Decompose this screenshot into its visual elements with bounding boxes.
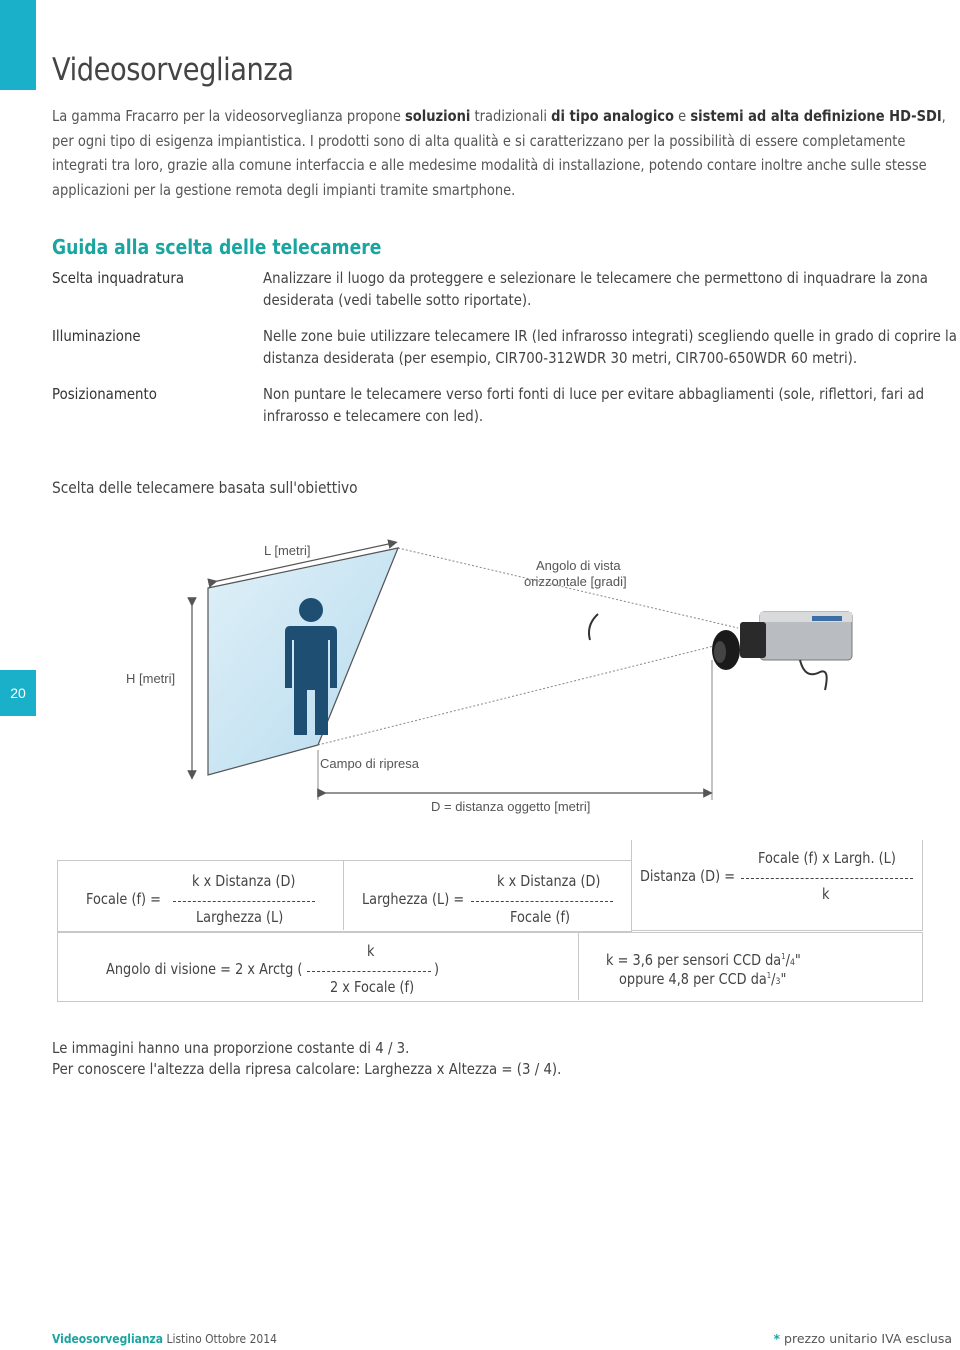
distance-denominator: k xyxy=(822,885,830,903)
footer-vat-note: prezzo unitario IVA esclusa xyxy=(780,1331,952,1346)
label-field: Campo di ripresa xyxy=(320,756,420,771)
k-inch-2: " xyxy=(780,970,787,988)
width-arrow xyxy=(207,539,398,588)
label-width: L [metri] xyxy=(264,543,310,558)
formula-divider-1 xyxy=(343,860,344,930)
label-angle-line1: Angolo di vista xyxy=(536,558,621,573)
note-proportion: Le immagini hanno una proporzione costan… xyxy=(52,1039,410,1057)
label-height: H [metri] xyxy=(126,671,175,686)
k-inch-1: " xyxy=(794,951,801,969)
intro-text-4: , per ogni tipo di esigenza impiantistic… xyxy=(52,107,946,199)
intro-bold-2: di tipo analogico xyxy=(551,107,675,125)
focal-fraction-line xyxy=(173,901,315,902)
focal-numerator: k x Distanza (D) xyxy=(192,872,296,890)
angle-denominator: 2 x Focale (f) xyxy=(330,978,415,996)
angle-lhs: Angolo di visione = 2 x Arctg ( xyxy=(106,960,303,978)
accent-bar xyxy=(0,0,36,90)
footer-right: * prezzo unitario IVA esclusa xyxy=(774,1331,952,1346)
guide-text: Non puntare le telecamere verso forti fo… xyxy=(263,385,925,425)
cctv-camera-icon xyxy=(712,611,853,691)
k-text-1: k = 3,6 per sensori CCD da xyxy=(606,951,782,969)
distance-lhs: Distanza (D) = xyxy=(640,867,736,885)
angle-fraction-line xyxy=(307,971,431,972)
width-numerator: k x Distanza (D) xyxy=(497,872,601,890)
intro-text-3: e xyxy=(674,107,691,125)
page-number: 20 xyxy=(0,670,36,716)
formula-box-top-left xyxy=(57,860,632,932)
intro-text-1: La gamma Fracarro per la videosorveglian… xyxy=(52,107,406,125)
k-text-2: oppure 4,8 per CCD da xyxy=(619,970,767,988)
angle-rhs: ) xyxy=(434,960,440,978)
label-distance: D = distanza oggetto [metri] xyxy=(431,799,590,814)
footer-section: Videosorveglianza xyxy=(52,1331,164,1346)
distance-fraction-line xyxy=(741,878,913,879)
person-icon xyxy=(285,598,337,735)
guide-title: Guida alla scelta delle telecamere xyxy=(52,235,382,259)
angle-numerator: k xyxy=(367,942,375,960)
focal-denominator: Larghezza (L) xyxy=(196,908,284,926)
guide-text: Nelle zone buie utilizzare telecamere IR… xyxy=(263,327,957,367)
k-frac1-num: 1 xyxy=(781,952,786,961)
guide-label: Illuminazione xyxy=(52,327,141,345)
intro-bold-3: sistemi ad alta definizione HD-SDI xyxy=(690,107,942,125)
width-lhs: Larghezza (L) = xyxy=(362,890,465,908)
k-frac2-num: 1 xyxy=(766,971,772,980)
formula-box-top-right xyxy=(631,840,923,931)
footer-star: * xyxy=(773,1331,781,1346)
formula-divider-2 xyxy=(578,932,579,1000)
camera-field-diagram: L [metri] Angolo di vista orizzontale [g… xyxy=(126,539,853,814)
section-label: Scelta delle telecamere basata sull'obie… xyxy=(52,478,358,497)
width-denominator: Focale (f) xyxy=(510,908,571,926)
guide-label: Posizionamento xyxy=(52,385,157,403)
k-value-line2: oppure 4,8 per CCD da1/3" xyxy=(619,970,787,988)
formula-box-bottom xyxy=(57,932,923,1002)
width-fraction-line xyxy=(471,901,613,902)
cone-line-bottom xyxy=(317,639,739,746)
focal-lhs: Focale (f) = xyxy=(86,890,161,908)
note-height: Per conoscere l'altezza della ripresa ca… xyxy=(52,1060,562,1078)
angle-arc xyxy=(588,613,599,641)
k-frac2-den: 3 xyxy=(775,977,781,987)
guide-text: Analizzare il luogo da proteggere e sele… xyxy=(263,269,928,309)
guide-label: Scelta inquadratura xyxy=(52,269,184,287)
page-title: Videosorveglianza xyxy=(52,52,294,88)
k-value-line1: k = 3,6 per sensori CCD da1/4" xyxy=(606,951,801,969)
intro-bold-1: soluzioni xyxy=(405,107,471,125)
distance-numerator: Focale (f) x Largh. (L) xyxy=(758,849,896,867)
intro-text-2: tradizionali xyxy=(470,107,552,125)
footer-left: Videosorveglianza Listino Ottobre 2014 xyxy=(52,1331,277,1346)
intro-paragraph: La gamma Fracarro per la videosorveglian… xyxy=(52,104,960,202)
label-angle-line2: orizzontale [gradi] xyxy=(524,574,627,589)
footer-catalog: Listino Ottobre 2014 xyxy=(163,1331,277,1346)
k-frac1-den: 4 xyxy=(789,958,795,968)
